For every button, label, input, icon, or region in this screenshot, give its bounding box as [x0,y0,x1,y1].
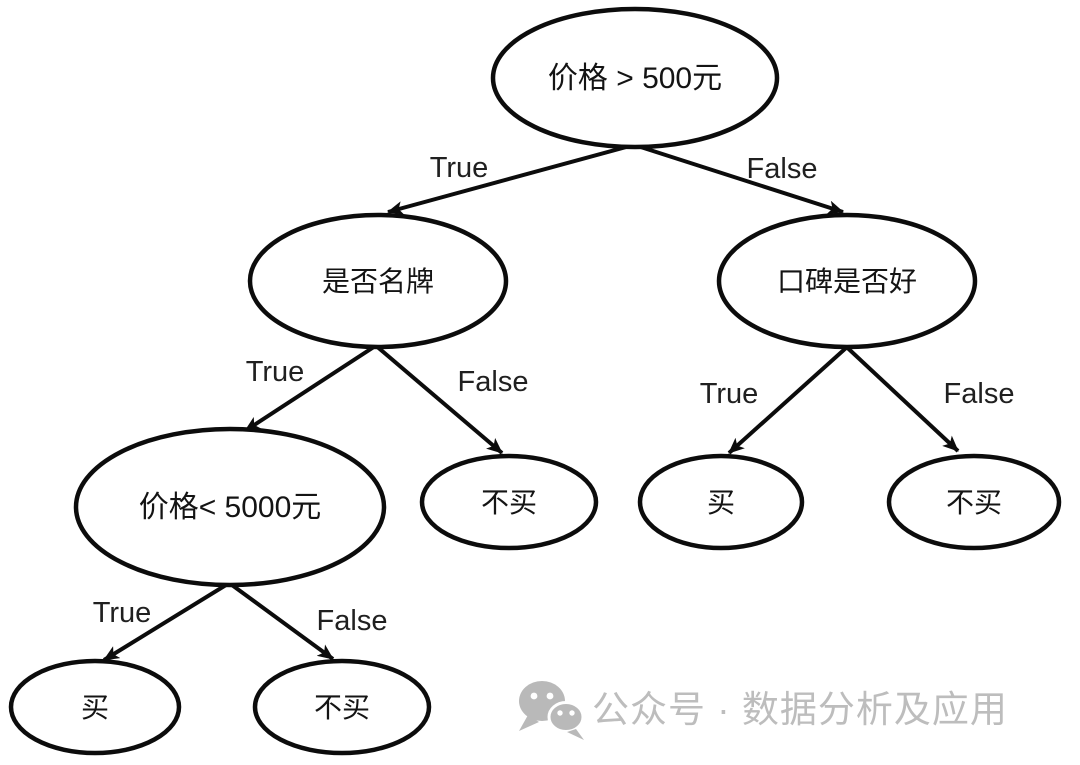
edges [102,139,960,662]
node-ellipse [716,212,978,350]
node-label: 是否名牌 [322,266,434,297]
node-ellipse [490,6,780,150]
node-price-gt-500: 价格 > 500元 [490,6,780,150]
node-ellipse [73,426,387,588]
leaf-buy-price-true: 买 [8,658,182,756]
edge-brand-true [243,337,388,433]
edge-brand-false [366,337,504,455]
node-ellipse [252,658,432,756]
node-is-famous-brand: 是否名牌 [247,212,509,350]
node-label: 价格< 5000元 [139,491,322,524]
node-label: 价格 > 500元 [548,62,722,95]
node-label: 不买 [481,487,537,518]
node-ellipse [886,453,1062,551]
edge-label-true: True [700,378,759,410]
edge-label-true: True [93,597,152,629]
edge-label-true: True [430,152,489,184]
edge-label-false: False [944,378,1015,410]
edge-label-false: False [747,153,818,185]
wechat-icon [519,681,585,740]
leaf-no-buy-price-false: 不买 [252,658,432,756]
watermark-text: 公众号 · 数据分析及应用 [592,689,1008,730]
watermark: 公众号 · 数据分析及应用 [519,681,1008,740]
node-label: 不买 [314,692,370,723]
node-label: 口碑是否好 [777,266,917,297]
node-ellipse [247,212,509,350]
edge-price5000-false [219,575,335,661]
node-label: 买 [707,487,735,518]
node-reputation-good: 口碑是否好 [716,212,978,350]
edge-labels: True False True False True False True Fa… [93,152,1015,637]
edge-label-true: True [246,356,305,388]
leaf-no-buy-brand-false: 不买 [419,453,599,551]
node-label: 不买 [946,487,1002,518]
edge-price5000-true [102,575,241,662]
node-ellipse [419,453,599,551]
edge-reputation-true [727,337,858,455]
node-label: 买 [81,692,109,723]
edge-label-false: False [458,366,529,398]
leaf-no-buy-reputation-false: 不买 [886,453,1062,551]
edge-price500-false [621,139,844,215]
edge-label-false: False [317,605,388,637]
edge-reputation-false [836,337,960,453]
node-ellipse [637,453,805,551]
node-ellipse [8,658,182,756]
edge-price500-true [387,139,649,215]
leaf-buy-reputation-true: 买 [637,453,805,551]
node-price-lt-5000: 价格< 5000元 [73,426,387,588]
